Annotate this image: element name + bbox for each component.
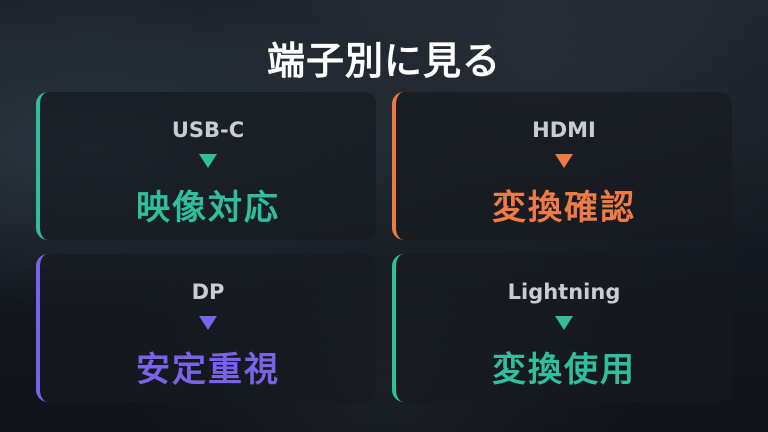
card-usb-c: USB-C 映像対応	[36, 92, 376, 240]
card-value: 安定重視	[136, 350, 280, 390]
card-hdmi: HDMI 変換確認	[392, 92, 732, 240]
arrow-down-icon	[555, 316, 573, 330]
card-label: Lightning	[507, 280, 621, 304]
arrow-down-icon	[199, 154, 217, 168]
card-label: DP	[191, 280, 225, 304]
card-value: 変換使用	[492, 350, 636, 390]
card-label: HDMI	[532, 118, 596, 142]
card-label: USB-C	[171, 118, 245, 142]
card-dp: DP 安定重視	[36, 254, 376, 402]
page-title: 端子別に見る	[266, 39, 501, 83]
arrow-down-icon	[555, 154, 573, 168]
card-lightning: Lightning 変換使用	[392, 254, 732, 402]
card-value: 変換確認	[492, 188, 636, 228]
arrow-down-icon	[199, 316, 217, 330]
card-value: 映像対応	[136, 188, 280, 228]
